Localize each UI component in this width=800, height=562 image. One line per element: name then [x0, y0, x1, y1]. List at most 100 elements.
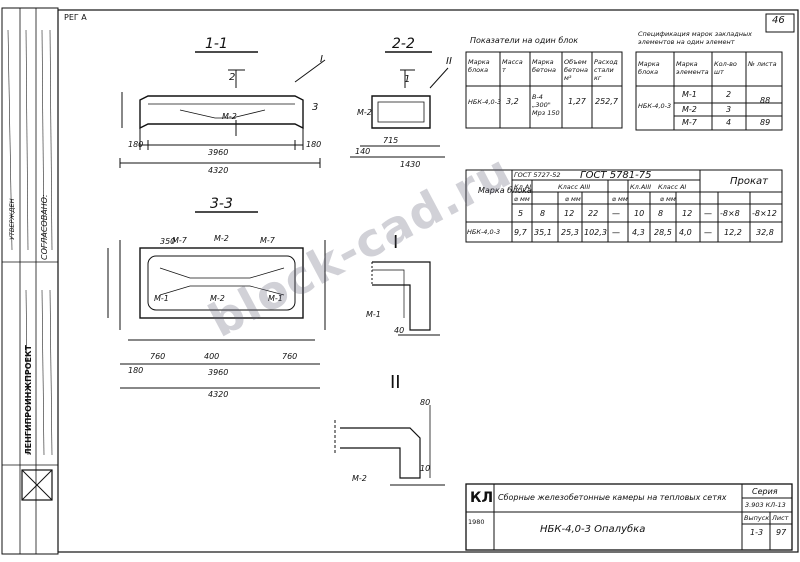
table3-lines: [465, 169, 783, 243]
dim-40: 40: [394, 326, 405, 335]
t3-v4: —: [612, 228, 620, 237]
t1-volume: 1,27: [568, 97, 586, 106]
node-ref-I: I: [320, 54, 323, 65]
label-m7-right: М-7: [260, 236, 275, 245]
t3-col-brand: Марка блока: [478, 186, 532, 195]
tb-series: 3.903 КЛ-13: [745, 501, 786, 509]
label-m1-node: М-1: [366, 310, 381, 319]
node-I-detail: [371, 261, 440, 336]
label-m2-s11: М-2: [222, 112, 237, 121]
title-block-lines: [465, 483, 793, 551]
node-II-title: II: [390, 372, 401, 393]
node-I-title: I: [393, 232, 399, 253]
t3-v7: 4,0: [679, 228, 692, 237]
section-2-2: [350, 51, 449, 158]
t2-r0-qty: 2: [726, 90, 732, 99]
t3-dmm-1: ⌀ мм: [514, 195, 530, 203]
cut-mark-2: 2: [229, 72, 236, 83]
node-ref-II: II: [446, 56, 452, 67]
t2-r1-qty: 3: [726, 105, 732, 114]
dim-4320: 4320: [208, 166, 229, 175]
t3-d9: -8×8: [720, 209, 740, 218]
t3-v6: 28,5: [654, 228, 672, 237]
t3-class-a1b: Класс АI: [658, 183, 687, 191]
t3-d5: 10: [634, 209, 645, 218]
dim-350: 350: [160, 237, 176, 246]
tb-issue-label: Выпуск: [744, 514, 770, 522]
dim-760-right: 760: [282, 352, 298, 361]
t3-v3: 102,3: [584, 228, 607, 237]
label-m2-top: М-2: [214, 234, 229, 243]
dim-4320-b: 4320: [208, 390, 229, 399]
cut-mark-3: 3: [312, 102, 319, 113]
t3-d10: -8×12: [752, 209, 777, 218]
dim-3960-b: 3960: [208, 368, 229, 377]
t3-v2: 25,3: [561, 228, 579, 237]
section-2-2-title: 2-2: [392, 36, 415, 52]
dim-10: 10: [420, 464, 431, 473]
t2-r2-el: М-7: [682, 118, 697, 127]
dim-80: 80: [420, 398, 431, 407]
dim-140: 140: [355, 147, 371, 156]
cut-mark-1: 1: [404, 74, 411, 85]
tb-title: Сборные железобетонные камеры на тепловы…: [498, 493, 727, 502]
t2-r2-sheet: 89: [760, 118, 771, 127]
t2-block: НБК-4,0-3: [638, 102, 672, 110]
t1-h2: Марка бетона: [532, 58, 557, 74]
t3-d2: 12: [564, 209, 575, 218]
tb-code: КЛ: [470, 490, 494, 506]
label-m7-left: М-7: [172, 236, 187, 245]
t3-d6: 8: [658, 209, 664, 218]
t3-d4: —: [612, 209, 620, 218]
t3-v1: 35,1: [534, 228, 552, 237]
t3-d0: 5: [518, 209, 524, 218]
section-1-1: [119, 51, 326, 168]
t3-v10: 32,8: [756, 228, 774, 237]
tb-series-label: Серия: [752, 487, 778, 496]
t1-h3: Объем бетона м³: [564, 58, 589, 82]
t1-mass: 3,2: [506, 97, 519, 106]
t2-h1: Марка элемента: [676, 60, 709, 76]
table2-lines: [635, 51, 783, 131]
tb-sheet-label: Лист: [772, 514, 789, 522]
t3-prokat: Прокат: [730, 176, 768, 187]
t3-v5: 4,3: [632, 228, 645, 237]
t3-d3: 22: [588, 209, 599, 218]
t1-h1: Масса т: [502, 58, 523, 74]
t3-class-a3b: Кл.АIII: [630, 183, 652, 191]
stamp-agreed: СОГЛАСОВАНО:: [40, 194, 49, 260]
dim-180-b: 180: [128, 366, 144, 375]
label-m1-right: М-1: [268, 294, 283, 303]
dim-3960: 3960: [208, 148, 229, 157]
t3-dmm-3: ⌀ мм: [612, 195, 628, 203]
dim-715: 715: [383, 136, 399, 145]
t2-r1-el: М-2: [682, 105, 697, 114]
tb-issue: 1-3: [750, 528, 764, 537]
t3-v8: —: [704, 228, 712, 237]
page-number: 46: [772, 15, 785, 26]
left-stamp-frame: [1, 7, 59, 555]
tb-drawing: НБК-4,0-3 Опалубка: [540, 524, 646, 535]
tb-sheet: 97: [776, 528, 787, 537]
t2-r2-qty: 4: [726, 118, 732, 127]
stamp-org: ЛЕНГИПРОИНЖПРОЕКТ: [24, 345, 33, 455]
t1-h4: Расход стали кг: [594, 58, 618, 82]
t1-steel: 252,7: [595, 97, 618, 106]
tb-year: 1980: [468, 518, 485, 526]
t3-class-a3: Класс АIII: [558, 183, 591, 191]
t3-gost-small: ГОСТ 5727-52: [514, 171, 561, 179]
dim-180-right: 180: [306, 140, 322, 149]
table1-title: Показатели на один блок: [470, 36, 579, 45]
t3-d8: —: [704, 209, 712, 218]
t2-r0-sheet: 88: [760, 96, 771, 105]
t1-concrete: В-4 „300" Мрз 150: [532, 93, 560, 117]
t2-h3: № листа: [748, 60, 777, 68]
section-1-1-title: 1-1: [205, 36, 228, 52]
t3-gost: ГОСТ 5781-75: [580, 170, 652, 181]
t3-class-a1: Кл.АI: [514, 183, 532, 191]
t1-block: НБК-4,0-3: [468, 98, 502, 106]
section-3-3-title: 3-3: [210, 196, 233, 212]
t2-h0: Марка блока: [638, 60, 660, 76]
stamp-approved: УТВЕРЖДЕН: [8, 198, 16, 241]
